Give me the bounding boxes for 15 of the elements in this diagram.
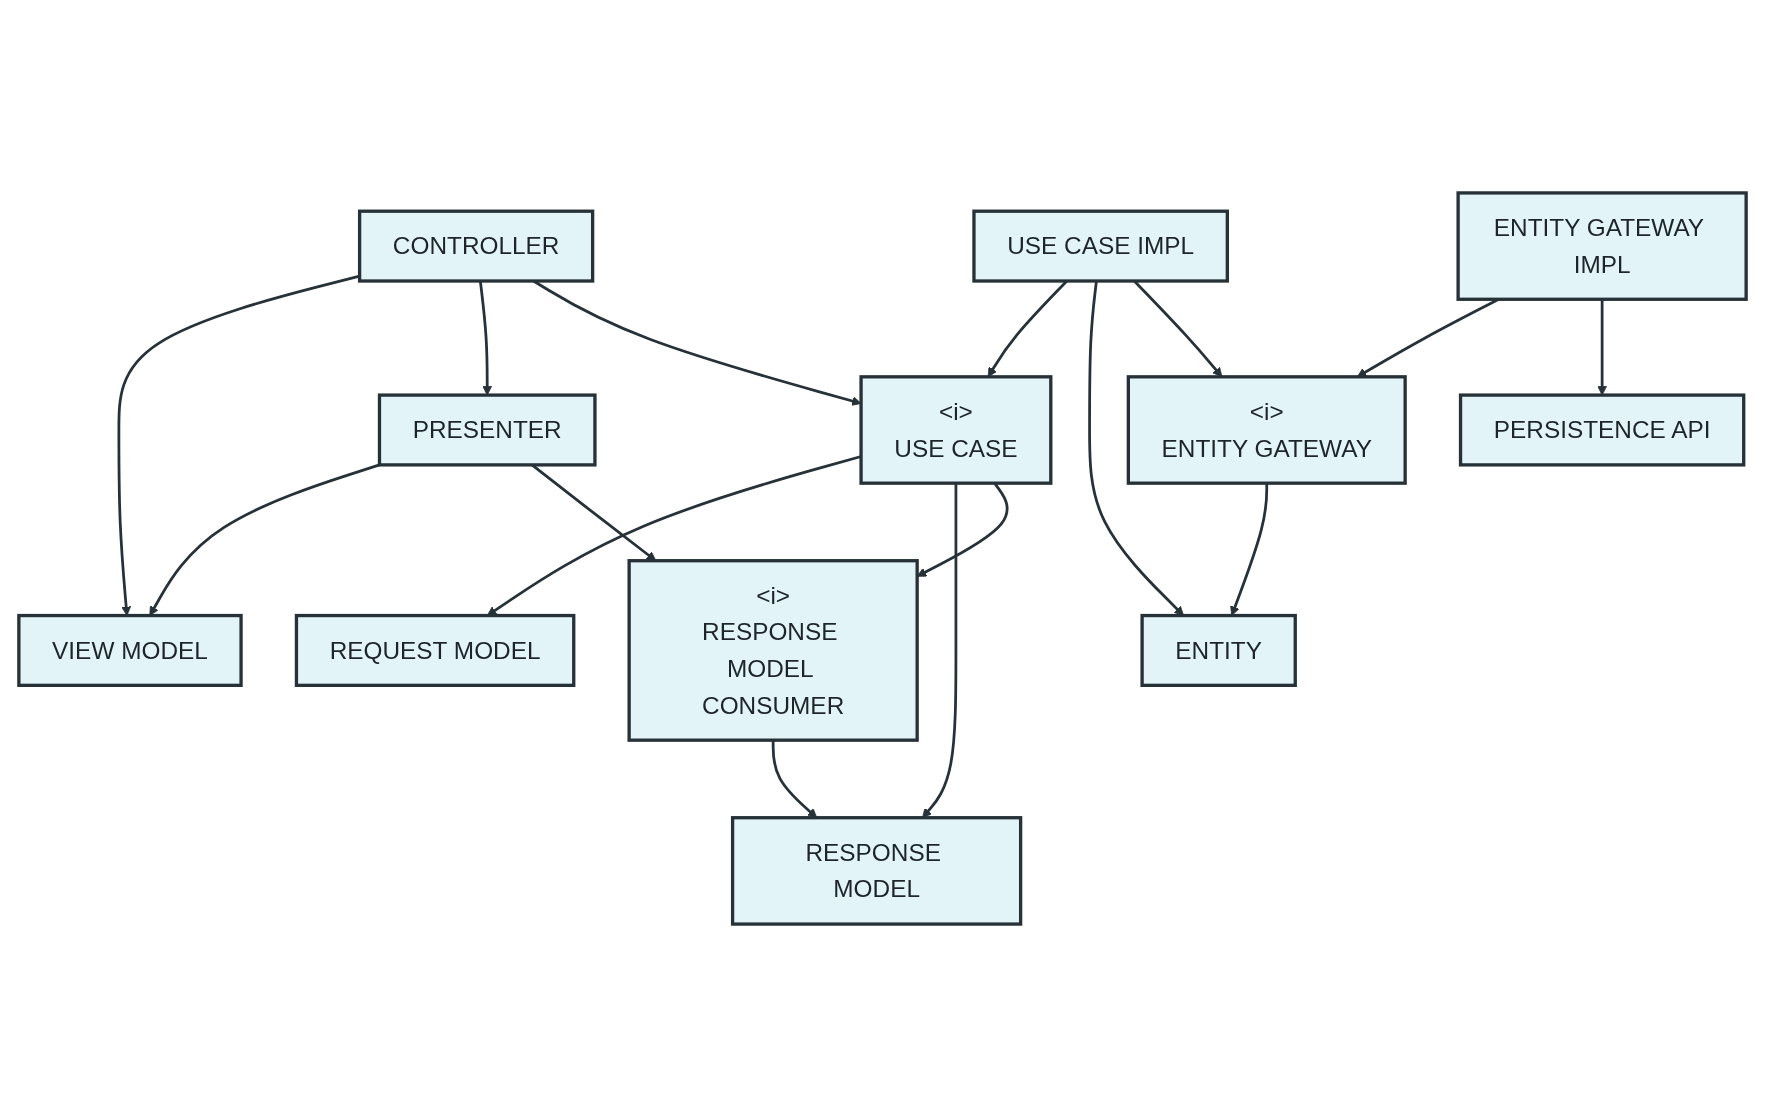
node-box: <i> USE CASE xyxy=(859,375,1053,485)
arrow xyxy=(1230,483,1269,616)
node-box: REQUEST MODEL xyxy=(294,613,576,687)
node-box: ENTITY xyxy=(1140,613,1297,687)
arrow xyxy=(149,463,380,616)
node-box: CONTROLLER xyxy=(357,209,595,283)
node-box: <i> RESPONSE MODEL CONSUMER xyxy=(627,559,919,742)
node-box: VIEW MODEL xyxy=(17,613,243,687)
node-box: RESPONSE MODEL xyxy=(730,816,1023,926)
node-box: PERSISTENCE API xyxy=(1458,393,1746,467)
node-box: <i> ENTITY GATEWAY xyxy=(1126,375,1407,485)
arrow xyxy=(1597,299,1607,396)
node-box: USE CASE IMPL xyxy=(972,209,1229,283)
node-box: PRESENTER xyxy=(377,393,597,467)
node-box: ENTITY GATEWAY IMPL xyxy=(1456,191,1748,301)
